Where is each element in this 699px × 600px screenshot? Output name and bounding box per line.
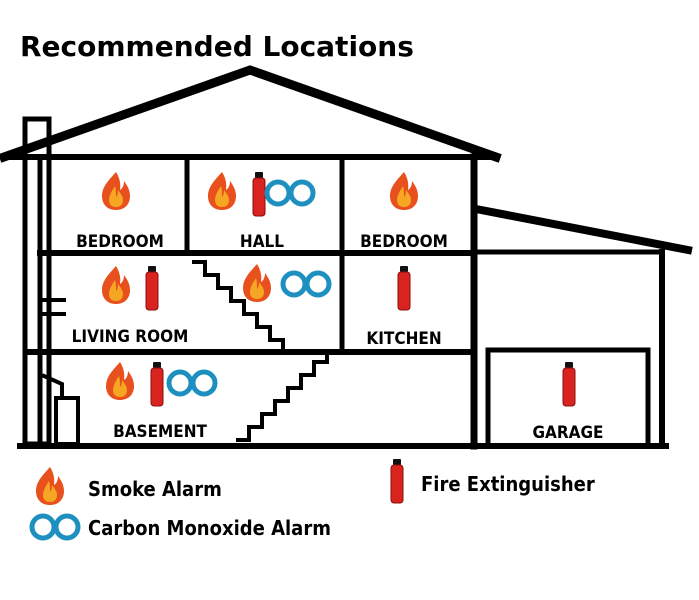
co-alarm-icon <box>264 179 316 207</box>
flame-icon <box>390 172 418 210</box>
fire-extinguisher-icon <box>252 171 266 217</box>
upper-staircase <box>192 260 285 352</box>
legend-item-extinguisher: Fire Extinguisher <box>390 458 595 504</box>
legend-item-co: Carbon Monoxide Alarm <box>29 513 331 541</box>
fire-extinguisher-icon <box>150 361 164 407</box>
legend-label-extinguisher: Fire Extinguisher <box>421 472 595 496</box>
legend-label-smoke: Smoke Alarm <box>88 477 222 501</box>
legend: Smoke Alarm Carbon Monoxide Alarm Fire E… <box>29 458 595 541</box>
co-alarm-icon <box>280 270 332 298</box>
room-stair-landing <box>243 264 332 302</box>
room-label: HALL <box>240 232 284 252</box>
room-hall: HALL <box>208 171 316 252</box>
flame-icon <box>36 467 64 505</box>
fire-extinguisher-icon <box>145 265 159 311</box>
legend-item-smoke: Smoke Alarm <box>36 467 222 505</box>
room-label: KITCHEN <box>366 329 441 349</box>
room-label: GARAGE <box>532 423 603 443</box>
lower-staircase <box>236 352 329 442</box>
fire-extinguisher-icon <box>562 361 576 407</box>
flame-icon <box>208 172 236 210</box>
room-basement: BASEMENT <box>106 361 218 442</box>
co-alarm-icon <box>166 369 218 397</box>
fire-extinguisher-icon <box>390 458 404 504</box>
room-bedroom-left: BEDROOM <box>76 172 164 252</box>
room-label: LIVING ROOM <box>72 327 189 347</box>
room-bedroom-right: BEDROOM <box>360 172 448 252</box>
flame-icon <box>102 172 130 210</box>
flame-icon <box>102 266 130 304</box>
flame-icon <box>243 264 271 302</box>
house-outline <box>0 65 693 450</box>
legend-label-co: Carbon Monoxide Alarm <box>88 516 331 540</box>
room-garage: GARAGE <box>532 361 604 443</box>
room-living-room: LIVING ROOM <box>72 265 189 347</box>
page-title: Recommended Locations <box>20 30 414 63</box>
fire-extinguisher-icon <box>397 265 411 311</box>
flame-icon <box>106 362 134 400</box>
room-label: BEDROOM <box>360 232 448 252</box>
room-kitchen: KITCHEN <box>366 265 442 349</box>
co-alarm-icon <box>29 513 81 541</box>
room-label: BASEMENT <box>113 422 207 442</box>
room-label: BEDROOM <box>76 232 164 252</box>
